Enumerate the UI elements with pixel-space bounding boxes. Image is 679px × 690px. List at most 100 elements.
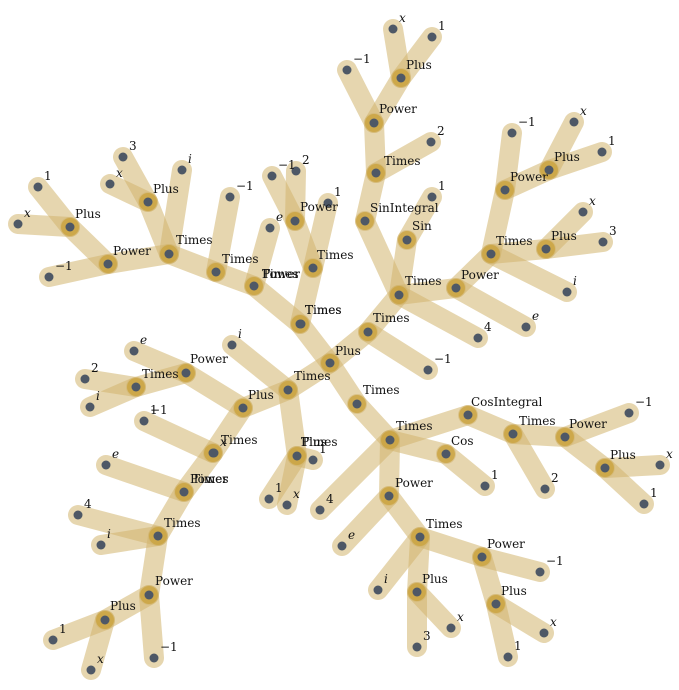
operator-label: Times bbox=[294, 369, 330, 383]
leaf-label: −1 bbox=[150, 403, 168, 417]
tree-node bbox=[44, 272, 54, 282]
tree-edge bbox=[134, 411, 223, 463]
tree-edge bbox=[486, 594, 518, 667]
leaf-label: x bbox=[580, 104, 587, 118]
tree-node bbox=[264, 494, 274, 504]
leaf-label: 1 bbox=[150, 403, 158, 417]
tree-node bbox=[283, 385, 293, 395]
leaf-label: 1 bbox=[59, 622, 67, 636]
leaf-label: 4 bbox=[84, 497, 92, 511]
tree-edge bbox=[366, 132, 441, 183]
operator-label: Times bbox=[142, 367, 178, 381]
tree-edge bbox=[358, 322, 438, 380]
tree-node bbox=[426, 137, 436, 147]
tree-node bbox=[96, 540, 106, 550]
operator-label: Power bbox=[461, 268, 499, 282]
tree-node bbox=[85, 402, 95, 412]
tree-node bbox=[373, 585, 383, 595]
tree-edge bbox=[446, 278, 536, 337]
leaf-label: i bbox=[238, 327, 242, 341]
tree-node bbox=[415, 532, 425, 542]
tree-node bbox=[535, 567, 545, 577]
tree-edge bbox=[222, 335, 298, 400]
operator-label: Power bbox=[155, 574, 193, 588]
tree-edge bbox=[98, 244, 179, 274]
leaf-label: −1 bbox=[434, 352, 452, 366]
leaf-label: 1 bbox=[608, 134, 616, 148]
tree-edge bbox=[176, 363, 253, 418]
tree-node bbox=[363, 327, 373, 337]
tree-node bbox=[508, 429, 518, 439]
leaf-label: 1 bbox=[514, 639, 522, 653]
leaf-label: x bbox=[550, 615, 557, 629]
operator-label: CosIntegral bbox=[471, 395, 543, 409]
tree-node bbox=[265, 223, 275, 233]
leaf-label: e bbox=[276, 210, 283, 224]
tree-node bbox=[323, 198, 333, 208]
tree-node bbox=[48, 635, 58, 645]
leaf-label: −1 bbox=[518, 115, 536, 129]
leaf-label: e bbox=[112, 447, 119, 461]
tree-edge bbox=[139, 585, 164, 668]
tree-node bbox=[208, 448, 218, 458]
tree-node bbox=[371, 168, 381, 178]
leaf-label: 1 bbox=[319, 442, 327, 456]
tree-node bbox=[296, 319, 306, 329]
operator-label: Plus bbox=[110, 599, 136, 613]
tree-node bbox=[477, 552, 487, 562]
leaf-label: 2 bbox=[91, 361, 99, 375]
tree-node bbox=[86, 665, 96, 675]
tree-node bbox=[500, 185, 510, 195]
tree-edge bbox=[337, 60, 384, 133]
leaf-label: 2 bbox=[551, 471, 559, 485]
operator-label: Plus bbox=[554, 150, 580, 164]
operator-label: Times bbox=[221, 433, 257, 447]
tree-node bbox=[292, 451, 302, 461]
operator-label: Times bbox=[496, 234, 532, 248]
node-labels: PlusTimesTimesTimesTimesTimesPlus1xTimes… bbox=[24, 11, 673, 666]
operator-label: Times bbox=[363, 383, 399, 397]
tree-node bbox=[308, 263, 318, 273]
tree-node bbox=[100, 615, 110, 625]
tree-node bbox=[562, 287, 572, 297]
tree-node bbox=[486, 249, 496, 259]
tree-node bbox=[149, 653, 159, 663]
tree-node bbox=[491, 599, 501, 609]
tree-node bbox=[282, 500, 292, 510]
tree-node bbox=[539, 628, 549, 638]
leaf-label: 1 bbox=[44, 169, 52, 183]
tree-node bbox=[337, 541, 347, 551]
operator-label: Plus bbox=[153, 182, 179, 196]
operator-label: Times bbox=[262, 267, 298, 281]
tree-node bbox=[427, 192, 437, 202]
operator-label: Times bbox=[405, 274, 441, 288]
tree-node bbox=[144, 590, 154, 600]
tree-node bbox=[80, 374, 90, 384]
leaf-label: x bbox=[97, 652, 104, 666]
tree-node bbox=[315, 505, 325, 515]
leaf-label: Power bbox=[190, 472, 228, 486]
operator-label: Plus bbox=[551, 229, 577, 243]
tree-node bbox=[360, 216, 370, 226]
tree-node bbox=[249, 281, 259, 291]
tree-node bbox=[227, 340, 237, 350]
leaf-label: Times bbox=[305, 303, 341, 317]
leaf-label: −1 bbox=[160, 640, 178, 654]
tree-node bbox=[597, 147, 607, 157]
tree-node bbox=[446, 623, 456, 633]
operator-label: Power bbox=[190, 352, 228, 366]
operator-label: Times bbox=[426, 517, 462, 531]
leaf-label: 1 bbox=[438, 19, 446, 33]
leaf-label: −1 bbox=[635, 395, 653, 409]
operator-label: Power bbox=[569, 417, 607, 431]
tree-node bbox=[598, 237, 608, 247]
tree-node bbox=[177, 165, 187, 175]
operator-label: Times bbox=[519, 414, 555, 428]
operator-label: Plus bbox=[248, 388, 274, 402]
tree-node bbox=[385, 435, 395, 445]
tree-node bbox=[451, 283, 461, 293]
operator-label: Plus bbox=[422, 572, 448, 586]
leaf-label: 3 bbox=[129, 139, 137, 153]
operator-label: Cos bbox=[451, 434, 474, 448]
